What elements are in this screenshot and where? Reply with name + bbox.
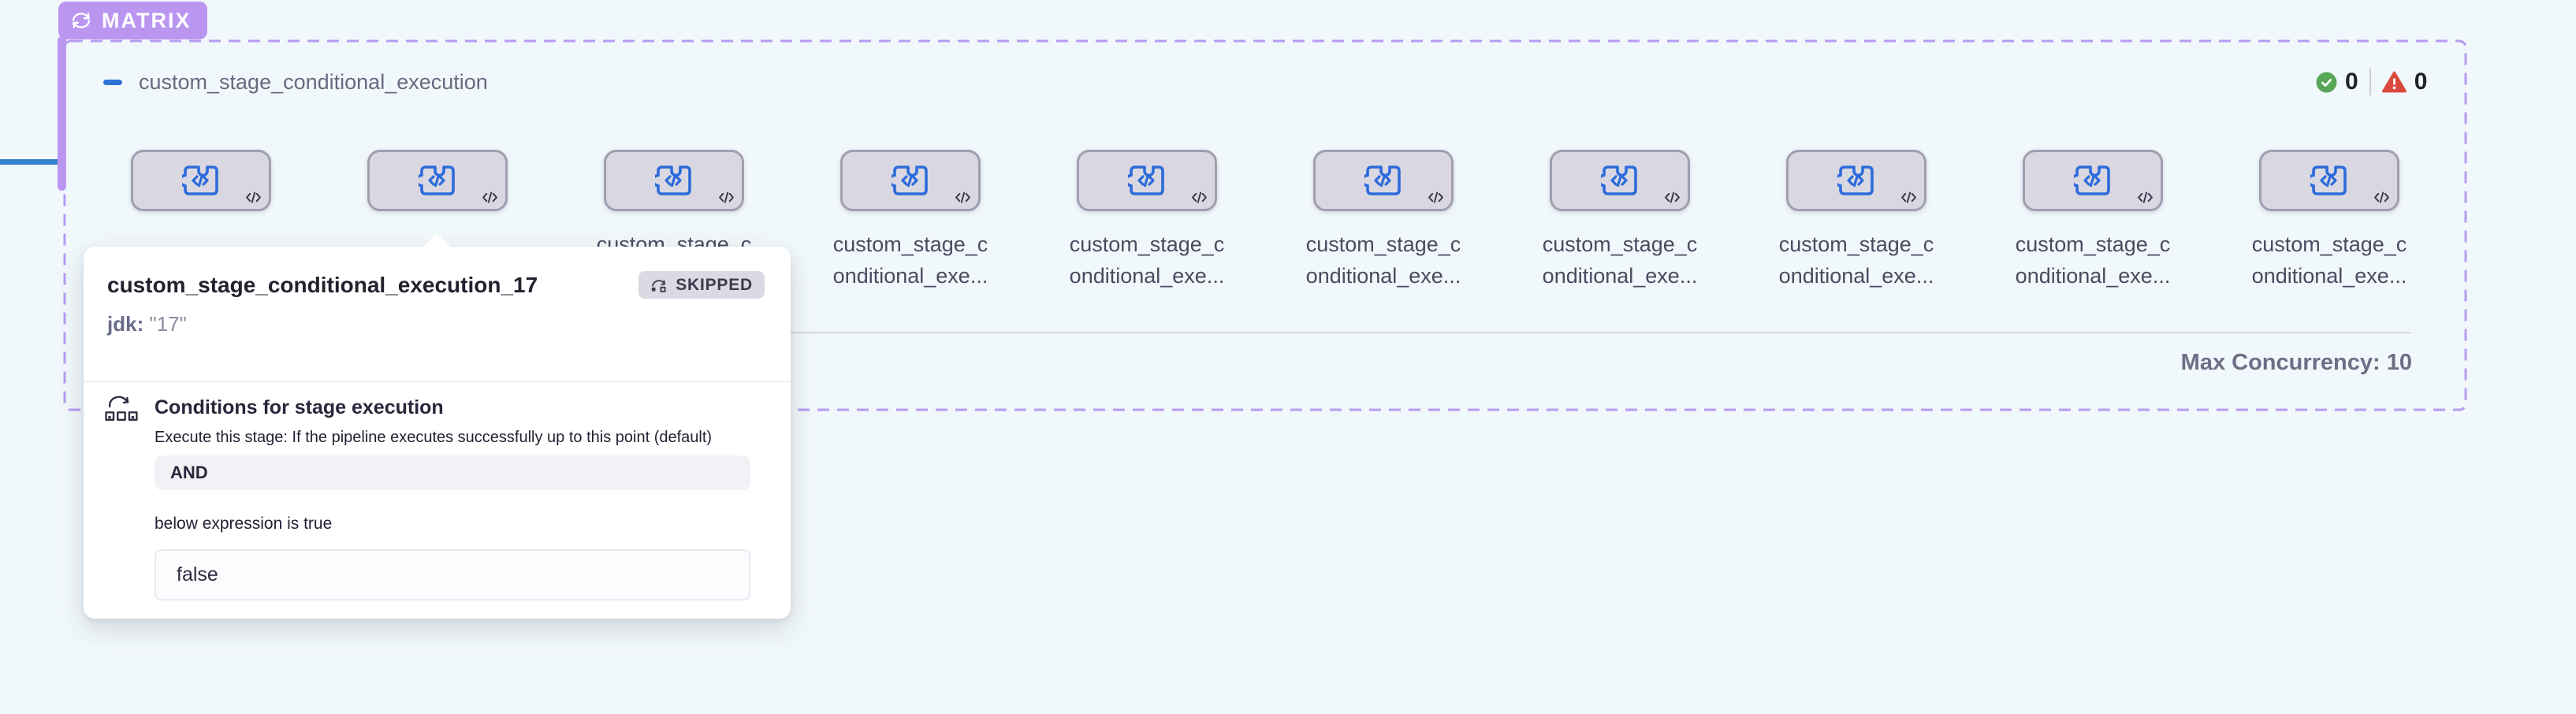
stage-label: custom_stage_c onditional_exe... — [1281, 229, 1486, 292]
minus-icon — [103, 79, 122, 85]
success-count: 0 — [2345, 69, 2358, 95]
variable-separator: : — [136, 312, 150, 336]
custom-stage-icon — [892, 165, 928, 195]
expression-value-field: false — [154, 549, 750, 601]
conditions-title: Conditions for stage execution — [154, 396, 444, 418]
skip-icon — [652, 280, 666, 292]
custom-stage-icon — [1364, 165, 1401, 195]
code-template-icon — [2138, 192, 2153, 203]
conditions-default-text: Execute this stage: If the pipeline exec… — [154, 429, 713, 446]
warning-triangle-icon — [2381, 71, 2407, 93]
status-badge: SKIPPED — [638, 271, 765, 299]
stage-label-line: custom_stage_c — [832, 232, 988, 256]
stage-label-line: onditional_exe... — [2251, 264, 2407, 288]
stage-card[interactable] — [1786, 150, 1926, 211]
conditions-section: Conditions for stage execution Execute t… — [105, 396, 765, 601]
stage-label: custom_stage_c onditional_exe... — [1754, 229, 1959, 292]
custom-stage-icon — [2310, 165, 2347, 195]
stage-label: custom_stage_c onditional_exe... — [1517, 229, 1722, 292]
matrix-stage-node: custom_stage_c onditional_exe... — [1543, 150, 1697, 288]
tooltip-stage-title: custom_stage_conditional_execution_17 — [107, 273, 538, 297]
stage-label: custom_stage_c onditional_exe... — [1990, 229, 2195, 292]
stage-tooltip: custom_stage_conditional_execution_17 SK… — [84, 232, 791, 619]
code-template-icon — [719, 192, 734, 203]
matrix-badge: MATRIX — [58, 2, 207, 39]
code-template-icon — [1901, 192, 1916, 203]
expression-hint: below expression is true — [154, 515, 333, 533]
loop-icon — [72, 13, 91, 28]
success-check-icon — [2316, 72, 2337, 92]
code-template-icon — [1665, 192, 1680, 203]
stage-card[interactable] — [1550, 150, 1690, 211]
matrix-stage-node: custom_stage_c onditional_exe... — [2252, 150, 2407, 288]
stage-label-line: onditional_exe... — [1778, 264, 1934, 288]
variable-key: jdk — [107, 312, 137, 336]
footer-divider — [115, 332, 2411, 333]
matrix-stage-node — [367, 150, 508, 211]
custom-stage-icon — [2074, 165, 2110, 195]
code-template-icon — [2374, 192, 2389, 203]
stage-label: custom_stage_c onditional_exe... — [2227, 229, 2432, 292]
counter-divider — [2369, 69, 2371, 95]
stage-label-line: onditional_exe... — [1542, 264, 1698, 288]
matrix-stage-node: custom_stage_c onditional_exe... — [2016, 150, 2170, 288]
matrix-stage-node: custom_stage_c onditional_exe... — [1306, 150, 1461, 288]
matrix-status-counters: 0 0 — [2316, 68, 2427, 96]
operator-label: AND — [170, 463, 208, 482]
stage-card[interactable] — [1077, 150, 1217, 211]
max-concurrency-label: Max Concurrency: 10 — [2180, 350, 2412, 375]
stage-card[interactable] — [131, 150, 271, 211]
matrix-stage-node: custom_stage_c onditional_exe... — [1070, 150, 1224, 288]
matrix-badge-label: MATRIX — [102, 8, 192, 32]
tooltip-divider — [84, 381, 791, 382]
matrix-stage-node: custom_stage_conditional_exe... — [597, 150, 751, 288]
stage-card[interactable] — [2259, 150, 2399, 211]
custom-stage-icon — [1601, 165, 1637, 195]
stage-row: custom_stage_c onditional_exe... custom_s… — [131, 150, 2407, 288]
matrix-stage-node: custom_stage_c onditional_exe... — [833, 150, 988, 288]
stage-card[interactable] — [2023, 150, 2163, 211]
custom-stage-icon — [1128, 165, 1164, 195]
stage-label-line: custom_stage_c — [1305, 232, 1461, 256]
status-badge-label: SKIPPED — [676, 275, 753, 294]
custom-stage-icon — [182, 165, 218, 195]
code-template-icon — [955, 192, 970, 203]
variable-value: "17" — [149, 312, 187, 336]
pipeline-connector-line — [0, 159, 60, 165]
custom-stage-icon — [655, 165, 691, 195]
matrix-dashed-container — [63, 39, 2467, 411]
conditional-execution-icon — [105, 396, 138, 421]
stage-label: custom_stage_c onditional_exe... — [1044, 229, 1249, 292]
code-template-icon — [246, 192, 261, 203]
stage-label-line: custom_stage_c — [1542, 232, 1698, 256]
stage-card[interactable] — [367, 150, 508, 211]
stage-label: custom_stage_c onditional_exe... — [808, 229, 1013, 292]
stage-label-line: onditional_exe... — [1069, 264, 1225, 288]
stage-card[interactable] — [604, 150, 744, 211]
warning-count: 0 — [2414, 69, 2428, 95]
code-template-icon — [482, 192, 497, 203]
stage-label-line: custom_stage_c — [2251, 232, 2407, 256]
matrix-stage-node: custom_stage_c onditional_exe... — [1779, 150, 1934, 288]
collapse-matrix-button[interactable] — [101, 75, 125, 89]
stage-label-line: custom_stage_c — [2015, 232, 2171, 256]
matrix-left-accent-bar — [58, 36, 66, 191]
code-template-icon — [1428, 192, 1443, 203]
matrix-group-title: custom_stage_conditional_execution — [139, 70, 488, 94]
custom-stage-icon — [419, 165, 455, 195]
operator-chip: AND — [154, 456, 750, 490]
code-template-icon — [1192, 192, 1207, 203]
stage-card[interactable] — [1313, 150, 1454, 211]
matrix-stage-node — [131, 150, 271, 211]
matrix-variable-line: jdk: "17" — [107, 313, 765, 335]
stage-card[interactable] — [840, 150, 981, 211]
custom-stage-icon — [1837, 165, 1874, 195]
stage-label-line: custom_stage_c — [1069, 232, 1225, 256]
stage-label-line: custom_stage_c — [1778, 232, 1934, 256]
stage-label-line: onditional_exe... — [832, 264, 988, 288]
stage-label-line: onditional_exe... — [2015, 264, 2171, 288]
stage-label-line: onditional_exe... — [1305, 264, 1461, 288]
